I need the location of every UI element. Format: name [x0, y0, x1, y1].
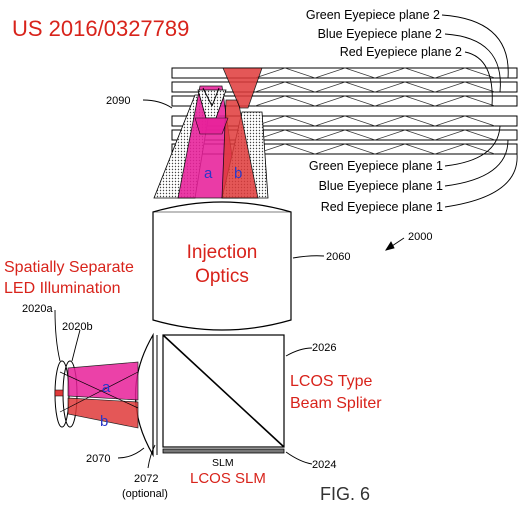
led-illumination-label-2: LED Illumination	[4, 280, 121, 297]
lcos-slm-label: LCOS SLM	[190, 470, 266, 487]
label-red-plane-1: Red Eyepiece plane 1	[321, 200, 443, 214]
lcos-beam-label-2: Beam Spliter	[290, 395, 382, 412]
beam-b-top	[222, 67, 263, 109]
injection-optics-lens	[152, 201, 292, 331]
beam-a-lower-label: a	[102, 379, 111, 396]
ref-2070: 2070	[86, 453, 110, 465]
ref-2090: 2090	[106, 95, 130, 107]
label-blue-plane-2: Blue Eyepiece plane 2	[318, 27, 442, 41]
lower-beam-a	[67, 361, 139, 401]
slm-plate	[162, 448, 285, 454]
guided-rays	[254, 67, 496, 155]
label-green-plane-2: Green Eyepiece plane 2	[306, 8, 440, 22]
ref-optional: (optional)	[122, 488, 168, 500]
ref-2000: 2000	[408, 231, 432, 243]
beam-a-label: a	[204, 165, 213, 182]
beam-a-top	[194, 117, 229, 135]
lower-beam-b	[67, 397, 139, 429]
beam-b-label: b	[234, 165, 242, 182]
figure-label: FIG. 6	[320, 484, 370, 504]
upper-beams	[153, 67, 269, 199]
ref-2020b: 2020b	[62, 321, 93, 333]
label-blue-plane-1: Blue Eyepiece plane 1	[319, 179, 443, 193]
injection-optics-label-2: Optics	[195, 266, 249, 287]
ref-2024: 2024	[312, 459, 336, 471]
beam-b-lower-label: b	[100, 413, 108, 430]
label-green-plane-1: Green Eyepiece plane 1	[309, 159, 443, 173]
lcos-beam-label-1: LCOS Type	[290, 373, 373, 390]
leader-lines	[54, 14, 518, 469]
ref-slm: SLM	[212, 457, 234, 469]
ref-2060: 2060	[326, 251, 350, 263]
ref-2072: 2072	[134, 473, 158, 485]
injection-optics-label-1: Injection	[187, 242, 258, 263]
beam-splitter-diagonal	[162, 334, 285, 448]
ref-2020a: 2020a	[22, 303, 53, 315]
led-illumination-label-1: Spatially Separate	[4, 259, 134, 276]
patent-number: US 2016/0327789	[12, 16, 189, 41]
label-red-plane-2: Red Eyepiece plane 2	[340, 45, 462, 59]
lower-beams	[54, 361, 139, 429]
ref-2026: 2026	[312, 342, 336, 354]
